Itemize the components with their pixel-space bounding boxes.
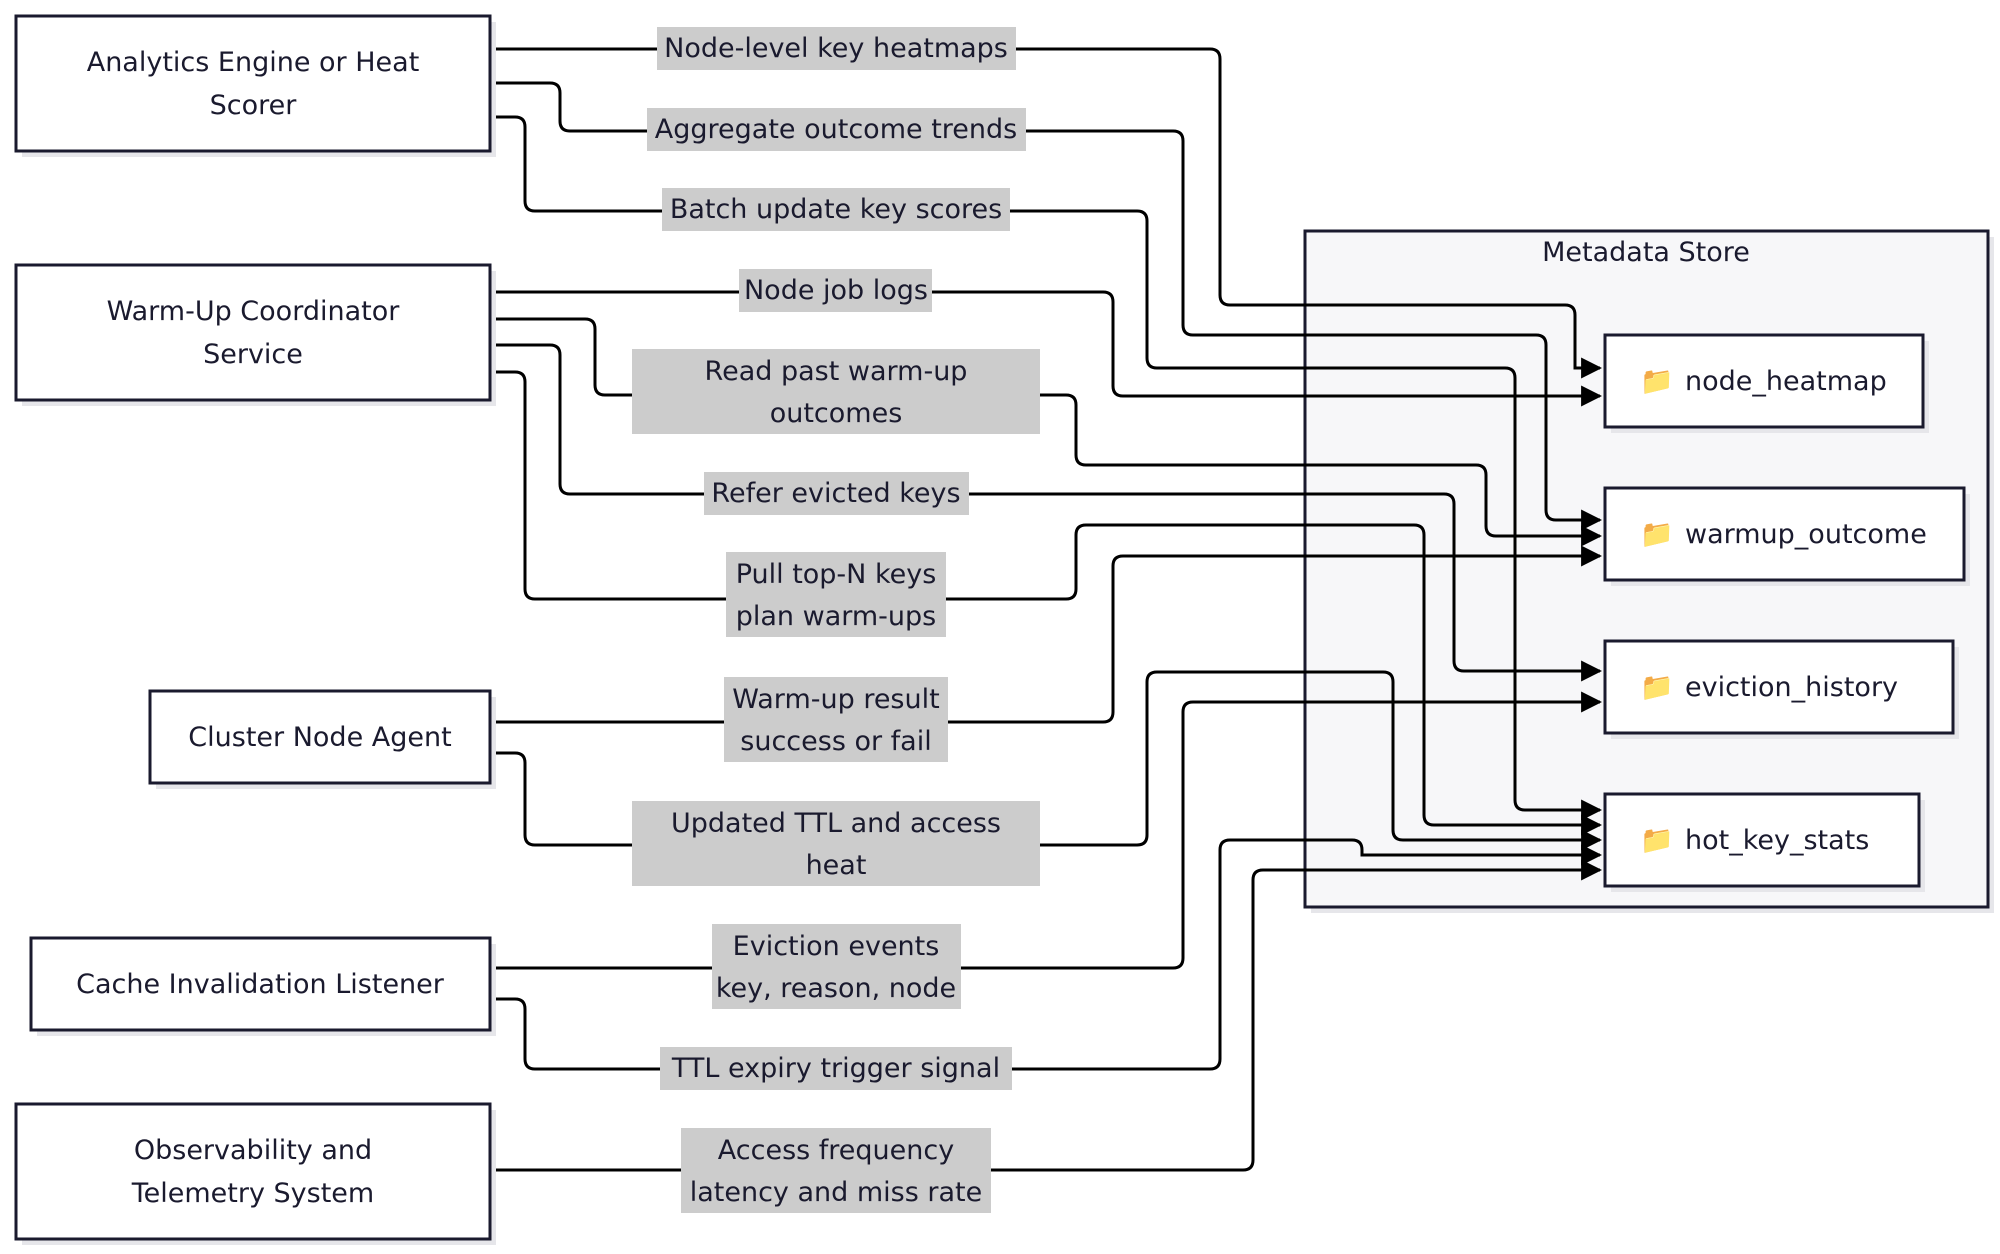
edge-label-pull-top-n-line2: plan warm-ups <box>736 601 937 632</box>
source-observability-telemetry[interactable]: Observability and Telemetry System <box>14 1102 496 1245</box>
edge-label-access-frequency-line1: Access frequency <box>718 1135 954 1166</box>
source-analytics-engine[interactable]: Analytics Engine or Heat Scorer <box>14 14 496 157</box>
edge-label-warmup-result-line2: success or fail <box>740 726 931 757</box>
observability-label-line2: Telemetry System <box>131 1178 374 1209</box>
edge-label-access-frequency-line2: latency and miss rate <box>690 1177 983 1208</box>
warmup-coordinator-label-line1: Warm-Up Coordinator <box>107 296 401 327</box>
edge-labels: Node-level key heatmaps Aggregate outcom… <box>632 27 1040 1213</box>
edge-label-eviction-events-line1: Eviction events <box>733 931 940 962</box>
edge-invalidation-eviction-history <box>490 691 1603 970</box>
folder-icon: 📁 <box>1640 519 1674 550</box>
edge-warmup-node-heatmap <box>490 290 1603 407</box>
analytics-engine-label-line2: Scorer <box>210 90 298 121</box>
cluster-node-agent-label: Cluster Node Agent <box>188 722 451 753</box>
edge-label-aggregate-outcome-trends: Aggregate outcome trends <box>655 114 1017 145</box>
analytics-engine-label-line1: Analytics Engine or Heat <box>87 47 420 78</box>
folder-icon: 📁 <box>1640 825 1674 856</box>
folder-icon: 📁 <box>1640 366 1674 397</box>
edge-label-updated-ttl-line2: heat <box>806 850 867 881</box>
edge-label-updated-ttl-line1: Updated TTL and access <box>671 808 1001 839</box>
edge-label-ttl-expiry: TTL expiry trigger signal <box>671 1053 1000 1084</box>
warmup-outcome-label: warmup_outcome <box>1685 519 1927 550</box>
edge-label-warmup-result-line1: Warm-up result <box>732 684 939 715</box>
source-cache-invalidation-listener[interactable]: Cache Invalidation Listener <box>29 936 496 1036</box>
edge-agent-warmup-outcome <box>490 545 1603 724</box>
edges <box>490 47 1603 1172</box>
edge-analytics-warmup-outcome <box>490 81 1603 531</box>
edge-label-eviction-events-line2: key, reason, node <box>716 973 956 1004</box>
store-hot-key-stats[interactable]: 📁 hot_key_stats <box>1603 792 1925 892</box>
edge-label-pull-top-n-line1: Pull top-N keys <box>736 559 937 590</box>
source-cluster-node-agent[interactable]: Cluster Node Agent <box>148 689 496 789</box>
warmup-coordinator-label-line2: Service <box>203 339 303 370</box>
hot-key-stats-label: hot_key_stats <box>1685 825 1869 856</box>
store-node-heatmap[interactable]: 📁 node_heatmap <box>1603 333 1929 433</box>
observability-label-line1: Observability and <box>134 1135 372 1166</box>
folder-icon: 📁 <box>1640 672 1674 703</box>
edge-label-node-level-key-heatmaps: Node-level key heatmaps <box>664 33 1008 64</box>
edge-label-read-past-warmup-line1: Read past warm-up <box>705 356 968 387</box>
edge-label-node-job-logs: Node job logs <box>744 275 928 306</box>
edge-label-read-past-warmup-line2: outcomes <box>770 398 903 429</box>
store-warmup-outcome[interactable]: 📁 warmup_outcome <box>1603 486 1970 586</box>
edge-label-refer-evicted-keys: Refer evicted keys <box>711 478 960 509</box>
metadata-store-title: Metadata Store <box>1542 237 1750 268</box>
node-heatmap-label: node_heatmap <box>1685 366 1887 397</box>
eviction-history-label: eviction_history <box>1685 672 1898 703</box>
edge-warmup-warmup-outcome <box>490 317 1603 547</box>
cache-invalidation-listener-label: Cache Invalidation Listener <box>76 969 445 1000</box>
store-eviction-history[interactable]: 📁 eviction_history <box>1603 639 1959 739</box>
edge-warmup-eviction-history <box>490 343 1603 682</box>
edge-label-batch-update-key-scores: Batch update key scores <box>670 194 1002 225</box>
edge-analytics-node-heatmap <box>490 47 1603 379</box>
edge-agent-hot-key-stats <box>490 670 1603 851</box>
edge-warmup-hot-key-stats <box>490 370 1603 836</box>
edge-analytics-hot-key-stats <box>490 115 1603 821</box>
edge-observability-hot-key-stats <box>490 859 1603 1172</box>
source-warmup-coordinator[interactable]: Warm-Up Coordinator Service <box>14 263 496 406</box>
edge-invalidation-hot-key-stats <box>490 838 1603 1071</box>
